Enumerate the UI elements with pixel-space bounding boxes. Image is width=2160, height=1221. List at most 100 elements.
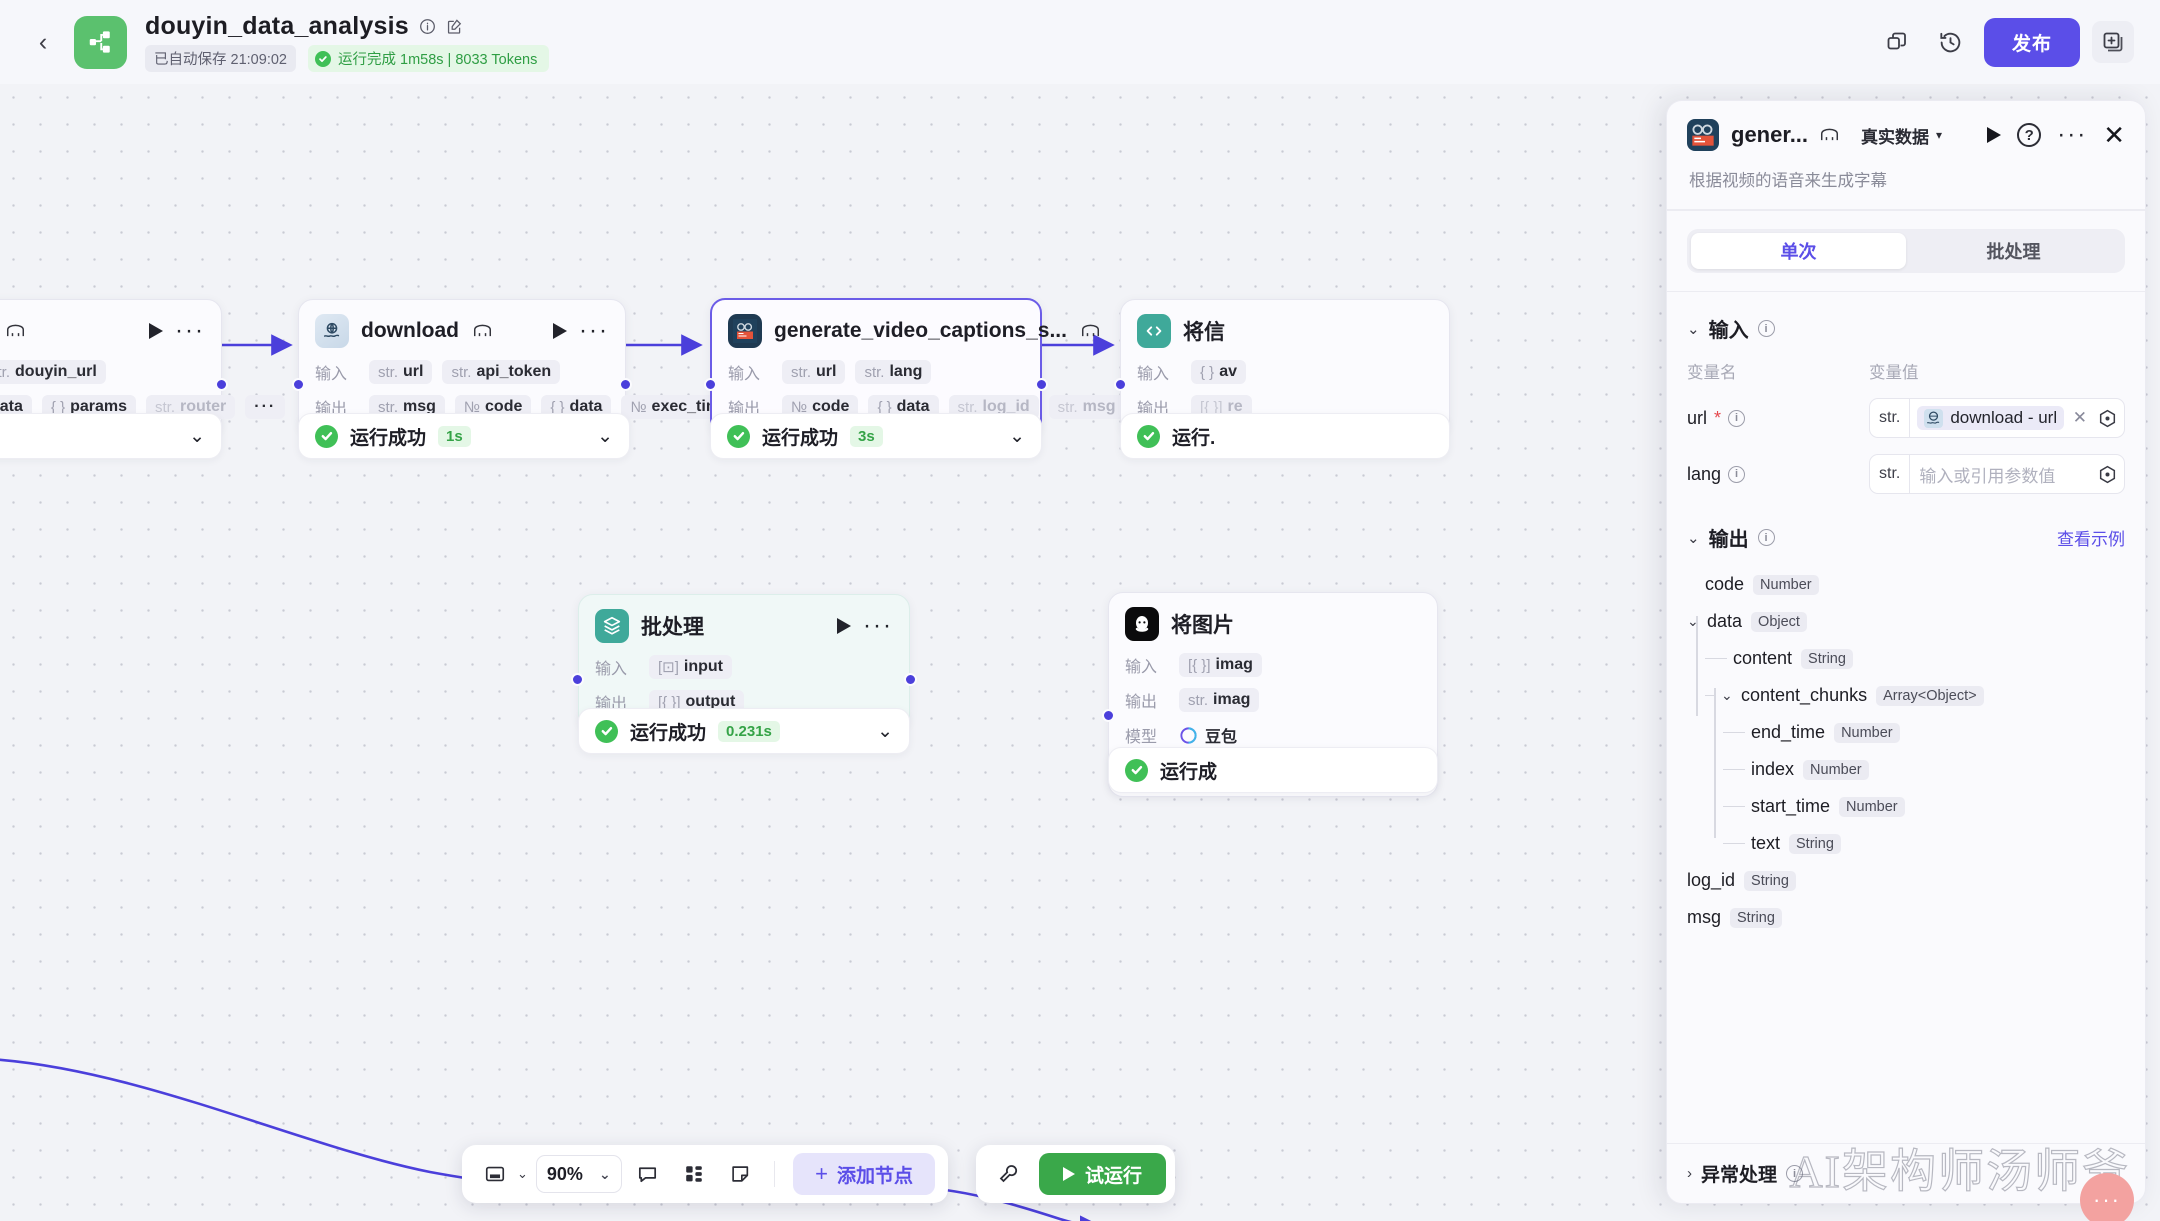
run-node-button[interactable] bbox=[149, 323, 164, 339]
chevron-down-icon[interactable]: ⌄ bbox=[1721, 687, 1733, 703]
run-node-button[interactable] bbox=[837, 618, 852, 634]
lang-value-field[interactable]: str. 输入或引用参数值 ✕ bbox=[1869, 454, 2125, 494]
download-node-icon bbox=[315, 314, 349, 348]
tree-node-data[interactable]: ⌄ data Object bbox=[1687, 603, 2125, 640]
info-icon[interactable]: i bbox=[1757, 529, 1775, 546]
reference-chip[interactable]: download - url bbox=[1917, 406, 2065, 430]
tree-node-code[interactable]: code Number bbox=[1687, 566, 2125, 603]
input-row-url: url* i str. download - url bbox=[1667, 397, 2145, 439]
node-status-batch[interactable]: 运行成功 0.231s ⌄ bbox=[578, 708, 910, 754]
exception-title: 异常处理 bbox=[1701, 1165, 1778, 1186]
duplicate-icon[interactable] bbox=[1876, 21, 1918, 63]
url-value-field[interactable]: str. download - url ✕ bbox=[1869, 398, 2125, 438]
chevron-down-icon[interactable]: ⌄ bbox=[1687, 613, 1699, 629]
data-mode-select[interactable]: 真实数据 ▾ bbox=[1861, 123, 1942, 148]
info-icon[interactable]: i bbox=[1786, 1165, 1804, 1182]
node-badge-icon bbox=[6, 323, 25, 339]
node-status-code[interactable]: 运行. bbox=[1120, 413, 1450, 459]
tab-batch[interactable]: 批处理 bbox=[1986, 241, 2041, 262]
info-icon[interactable]: i bbox=[1757, 320, 1775, 337]
chevron-down-icon[interactable]: ⌄ bbox=[1687, 320, 1700, 338]
input-port[interactable] bbox=[704, 378, 717, 391]
output-section-header[interactable]: ⌄ 输出 i 查看示例 bbox=[1667, 523, 2145, 552]
info-icon[interactable] bbox=[419, 18, 436, 35]
edit-icon[interactable] bbox=[446, 18, 463, 35]
chevron-down-icon[interactable]: ⌄ bbox=[189, 425, 205, 447]
node-more-icon[interactable]: ··· bbox=[175, 317, 205, 344]
tab-single[interactable]: 单次 bbox=[1691, 232, 1906, 269]
node-status-image[interactable]: 运行成 bbox=[1108, 747, 1438, 793]
input-port[interactable] bbox=[1114, 378, 1127, 391]
reference-label: download - url bbox=[1950, 408, 2058, 427]
view-example-link[interactable]: 查看示例 bbox=[2057, 530, 2125, 549]
info-icon[interactable]: i bbox=[1728, 409, 1746, 427]
type-tag: str. bbox=[1870, 399, 1911, 437]
io-overflow-icon[interactable]: ··· bbox=[245, 395, 286, 419]
output-port[interactable] bbox=[904, 673, 917, 686]
tree-node-end-time[interactable]: end_time Number bbox=[1687, 714, 2125, 751]
history-icon[interactable] bbox=[1930, 21, 1972, 63]
close-icon[interactable]: ✕ bbox=[2103, 120, 2125, 150]
tree-node-content-chunks[interactable]: ⌄ content_chunks Array<Object> bbox=[1687, 677, 2125, 714]
try-run-button[interactable]: 试运行 bbox=[1039, 1153, 1167, 1195]
tree-node-index[interactable]: index Number bbox=[1687, 751, 2125, 788]
output-port[interactable] bbox=[215, 378, 228, 391]
add-panel-icon[interactable] bbox=[2092, 21, 2134, 63]
tree-node-log-id[interactable]: log_id String bbox=[1687, 862, 2125, 899]
tree-node-content[interactable]: content String bbox=[1687, 640, 2125, 677]
fit-chevron-icon[interactable]: ⌄ bbox=[517, 1166, 528, 1181]
run-node-button[interactable] bbox=[1987, 127, 2002, 143]
meta-row: 已自动保存 21:09:02 运行完成 1m58s | 8033 Tokens bbox=[145, 45, 550, 72]
variable-picker-icon[interactable] bbox=[2097, 464, 2118, 485]
tree-node-start-time[interactable]: start_time Number bbox=[1687, 788, 2125, 825]
node-outputs: 输出 str.imag bbox=[1125, 688, 1421, 712]
run-status-text: 运行完成 1m58s | 8033 Tokens bbox=[337, 52, 538, 68]
input-port[interactable] bbox=[571, 673, 584, 686]
more-icon[interactable]: ··· bbox=[2057, 121, 2088, 148]
input-port[interactable] bbox=[292, 378, 305, 391]
variable-picker-icon[interactable] bbox=[2097, 408, 2118, 429]
node-more-icon[interactable]: ··· bbox=[863, 612, 893, 639]
more-icon: ··· bbox=[2093, 1187, 2121, 1212]
zoom-select[interactable]: 90% ⌄ bbox=[535, 1155, 622, 1193]
chevron-down-icon[interactable]: ⌄ bbox=[1687, 529, 1700, 547]
col-name-header: 变量名 bbox=[1687, 364, 1737, 382]
node-download[interactable]: download ··· 输入 str.url str.api_token 输出… bbox=[292, 299, 806, 434]
fit-screen-icon[interactable] bbox=[475, 1155, 515, 1193]
exception-section[interactable]: › 异常处理 i bbox=[1667, 1143, 2145, 1203]
grid-layout-icon[interactable] bbox=[674, 1155, 714, 1193]
floating-action-bubble[interactable]: ··· bbox=[2080, 1173, 2134, 1221]
node-batch[interactable]: 批处理 ··· 输入 [⊡]input 输出 [{ }]output bbox=[571, 594, 917, 736]
tree-node-msg[interactable]: msg String bbox=[1687, 899, 2125, 936]
node-douyin[interactable]: ta ··· str.douyin_url data { }params str… bbox=[0, 299, 286, 434]
input-port[interactable] bbox=[1102, 709, 1115, 722]
chevron-right-icon[interactable]: › bbox=[1687, 1165, 1692, 1182]
output-port[interactable] bbox=[1035, 378, 1048, 391]
node-status-generate[interactable]: 运行成功 3s ⌄ bbox=[710, 413, 1042, 459]
clear-icon[interactable]: ✕ bbox=[2072, 408, 2087, 427]
wrench-icon[interactable] bbox=[989, 1155, 1029, 1193]
comment-icon[interactable] bbox=[628, 1155, 668, 1193]
node-generate-captions[interactable]: generate_video_captions_s... ··· 输入 str.… bbox=[704, 298, 1178, 435]
input-section-header[interactable]: ⌄ 输入 i bbox=[1667, 314, 2145, 343]
back-button[interactable]: ‹ bbox=[38, 27, 48, 56]
info-icon[interactable]: i bbox=[1728, 465, 1746, 483]
tree-node-text[interactable]: text String bbox=[1687, 825, 2125, 862]
node-more-icon[interactable]: ··· bbox=[579, 317, 609, 344]
run-node-button[interactable] bbox=[553, 323, 568, 339]
node-status-douyin[interactable]: s ⌄ bbox=[0, 413, 222, 459]
chevron-down-icon[interactable]: ⌄ bbox=[597, 425, 613, 447]
help-icon[interactable]: ? bbox=[2017, 123, 2042, 147]
node-inputs: str.douyin_url bbox=[0, 360, 205, 384]
tree-node-name: content_chunks bbox=[1741, 685, 1868, 705]
publish-button[interactable]: 发布 bbox=[1983, 17, 2080, 67]
add-node-button[interactable]: + 添加节点 bbox=[793, 1153, 936, 1195]
sticky-note-icon[interactable] bbox=[720, 1155, 760, 1193]
chevron-down-icon[interactable]: ⌄ bbox=[877, 720, 893, 742]
status-text: 运行成功 bbox=[350, 427, 427, 449]
chevron-down-icon[interactable]: ⌄ bbox=[1009, 425, 1025, 447]
output-port[interactable] bbox=[619, 378, 632, 391]
code-node-icon bbox=[1137, 314, 1171, 348]
node-code[interactable]: 将信 输入 { }av 输出 [{ }]re bbox=[1114, 299, 1450, 434]
node-status-download[interactable]: 运行成功 1s ⌄ bbox=[298, 413, 630, 459]
